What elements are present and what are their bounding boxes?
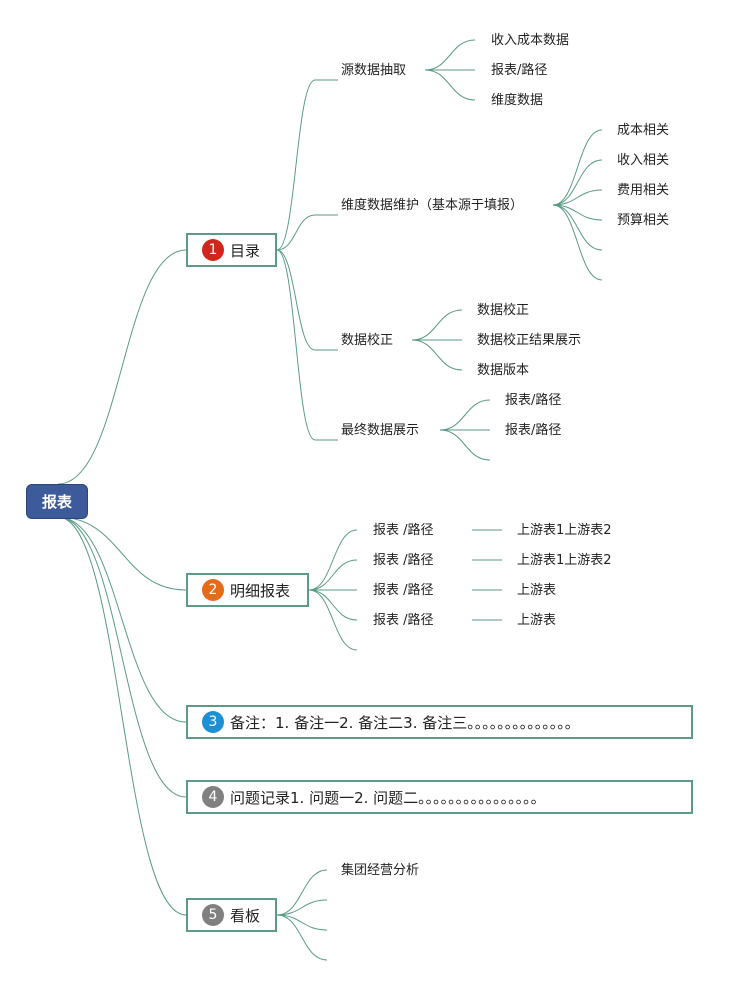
- branch-catalog-label: 目录: [230, 241, 261, 260]
- branch-dashboard-label: 看板: [230, 906, 261, 925]
- badge-3: 3: [202, 711, 224, 733]
- detail-upstream[interactable]: 上游表: [517, 613, 557, 628]
- root-to-dashboard: [57, 516, 187, 916]
- branch-issues[interactable]: 4 问题记录1. 问题一2. 问题二。。。。。。。。。。。。。。。。: [186, 780, 693, 814]
- detail-report-path[interactable]: 报表 /路径: [373, 553, 434, 568]
- catalog-to-sub: [276, 249, 316, 351]
- verify-branch: [411, 309, 463, 341]
- badge-2: 2: [202, 579, 224, 601]
- detail-to-row: [308, 589, 358, 621]
- verify-child[interactable]: 数据校正结果展示: [477, 333, 582, 348]
- root-to-catalog: [57, 249, 187, 485]
- dimension-child[interactable]: 收入相关: [617, 153, 670, 168]
- catalog-to-sub: [276, 79, 316, 251]
- source-branch: [424, 69, 476, 101]
- verify-child[interactable]: 数据校正: [477, 303, 530, 318]
- final-branch: [439, 429, 491, 461]
- badge-4: 4: [202, 786, 224, 808]
- source-branch: [424, 39, 476, 71]
- dashboard-branch: [276, 914, 328, 931]
- source-extract-label[interactable]: 源数据抽取: [341, 63, 407, 78]
- branch-detail-label: 明细报表: [230, 581, 291, 600]
- final-display-label[interactable]: 最终数据展示: [341, 423, 420, 438]
- branch-issues-label: 问题记录1. 问题一2. 问题二。。。。。。。。。。。。。。。。: [230, 788, 546, 807]
- dimension-child[interactable]: 成本相关: [617, 123, 670, 138]
- detail-to-row: [308, 589, 358, 651]
- dashboard-child[interactable]: 集团经营分析: [341, 863, 420, 878]
- detail-upstream[interactable]: 上游表1上游表2: [517, 553, 612, 568]
- branch-detail-report[interactable]: 2 明细报表: [186, 573, 309, 607]
- catalog-to-sub: [276, 249, 316, 441]
- dashboard-branch: [276, 869, 328, 916]
- detail-report-path[interactable]: 报表 /路径: [373, 613, 434, 628]
- dimension-child[interactable]: 费用相关: [617, 183, 670, 198]
- detail-upstream[interactable]: 上游表: [517, 583, 557, 598]
- verify-branch: [411, 339, 463, 371]
- root-label: 报表: [41, 493, 72, 511]
- verify-child[interactable]: 数据版本: [477, 363, 530, 378]
- root-to-notes: [57, 516, 187, 723]
- dashboard-branch: [276, 899, 328, 916]
- detail-to-row: [308, 529, 358, 591]
- source-child[interactable]: 报表/路径: [491, 63, 548, 78]
- final-branch: [439, 399, 491, 431]
- dimension-child[interactable]: 预算相关: [617, 213, 670, 228]
- dimension-branch: [552, 189, 603, 206]
- badge-1: 1: [202, 239, 224, 261]
- detail-to-row: [308, 559, 358, 591]
- dimension-maintain-label[interactable]: 维度数据维护（基本源于填报）: [341, 198, 524, 213]
- root-node[interactable]: 报表: [26, 484, 88, 519]
- source-child[interactable]: 收入成本数据: [491, 33, 570, 48]
- dimension-branch: [552, 129, 603, 206]
- detail-report-path[interactable]: 报表 /路径: [373, 583, 434, 598]
- catalog-to-sub: [276, 214, 316, 251]
- detail-upstream[interactable]: 上游表1上游表2: [517, 523, 612, 538]
- final-child[interactable]: 报表/路径: [505, 393, 562, 408]
- branch-notes-label: 备注：1. 备注一2. 备注二3. 备注三。。。。。。。。。。。。。。: [230, 713, 580, 732]
- data-verify-label[interactable]: 数据校正: [341, 333, 394, 348]
- dimension-branch: [552, 204, 603, 281]
- final-child[interactable]: 报表/路径: [505, 423, 562, 438]
- dashboard-branch: [276, 914, 328, 961]
- detail-report-path[interactable]: 报表 /路径: [373, 523, 434, 538]
- dimension-branch: [552, 204, 603, 251]
- dimension-branch: [552, 159, 603, 206]
- badge-5: 5: [202, 904, 224, 926]
- source-child[interactable]: 维度数据: [491, 93, 544, 108]
- root-to-issues: [57, 516, 187, 798]
- branch-catalog[interactable]: 1 目录: [186, 233, 277, 267]
- root-to-detail: [57, 516, 187, 591]
- branch-dashboard[interactable]: 5 看板: [186, 898, 277, 932]
- branch-notes[interactable]: 3 备注：1. 备注一2. 备注二3. 备注三。。。。。。。。。。。。。。: [186, 705, 693, 739]
